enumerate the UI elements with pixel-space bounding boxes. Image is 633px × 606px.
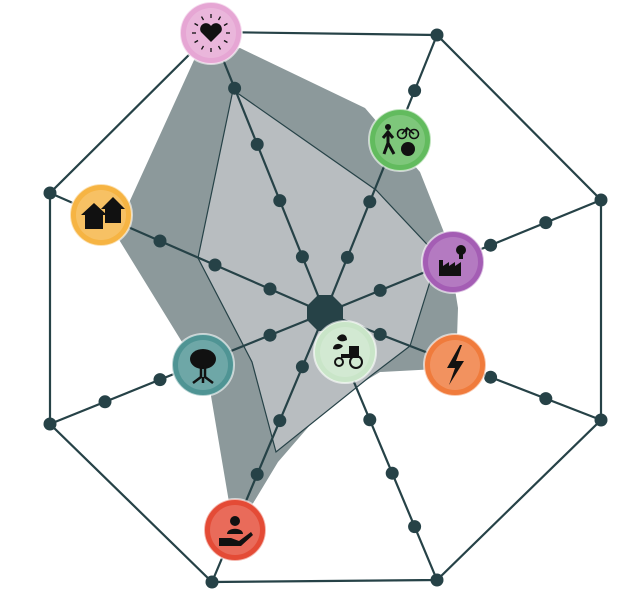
spoke-dot xyxy=(263,328,277,342)
spoke-line xyxy=(323,34,439,314)
lightning-node xyxy=(423,333,487,397)
heart-node xyxy=(179,1,243,65)
houses-icon xyxy=(81,197,125,229)
spoke-dot xyxy=(205,575,219,589)
hand-people-icon xyxy=(219,516,253,546)
spoke-dot xyxy=(228,81,242,95)
heart-icon xyxy=(192,14,230,52)
spoke-dot xyxy=(208,258,222,272)
spoke-dot xyxy=(43,186,57,200)
spoke-dot xyxy=(153,373,167,387)
spoke-dot xyxy=(295,250,309,264)
lightning-icon xyxy=(447,345,464,385)
factory-lightbulb-icon xyxy=(439,245,466,276)
walking-cycling-sport-icon xyxy=(381,124,420,156)
spoke-dot xyxy=(430,28,444,42)
spoke-line xyxy=(210,31,327,314)
spoke-dot xyxy=(539,392,553,406)
spoke-dot xyxy=(484,370,498,384)
tractor-leaf-node xyxy=(313,320,377,384)
node-circle xyxy=(421,230,485,294)
spoke-dot xyxy=(250,467,264,481)
spoke-dot xyxy=(363,195,377,209)
spoke-dot xyxy=(153,234,167,248)
node-circle xyxy=(313,320,377,384)
tree-icon xyxy=(190,349,216,384)
tractor-leaf-icon xyxy=(333,334,363,369)
spoke-dot xyxy=(263,282,277,296)
walking-cycling-sport-node xyxy=(368,108,432,172)
node-circle xyxy=(368,108,432,172)
spoke-dot xyxy=(385,466,399,480)
spoke-dot xyxy=(539,216,553,230)
factory-lightbulb-node xyxy=(421,230,485,294)
spoke-dot xyxy=(250,137,264,151)
spoke-dot xyxy=(408,520,422,534)
spoke-dot xyxy=(594,193,608,207)
houses-node xyxy=(69,183,133,247)
inner-area xyxy=(198,90,438,452)
spoke-dot xyxy=(408,84,422,98)
spoke-dot xyxy=(43,417,57,431)
spoke-dot xyxy=(98,395,112,409)
spoke-dot xyxy=(273,414,287,428)
inner-outline xyxy=(197,89,439,454)
spoke-dot xyxy=(373,327,387,341)
spoke-dot xyxy=(363,413,377,427)
spoke-dot xyxy=(295,360,309,374)
spoke-dot xyxy=(273,194,287,208)
tree-node xyxy=(171,333,235,397)
spoke-dot xyxy=(594,413,608,427)
hand-people-node xyxy=(203,498,267,562)
spoke-dot xyxy=(340,250,354,264)
spoke-dot xyxy=(484,238,498,252)
spoke-dot xyxy=(373,283,387,297)
spoke-dot xyxy=(430,573,444,587)
